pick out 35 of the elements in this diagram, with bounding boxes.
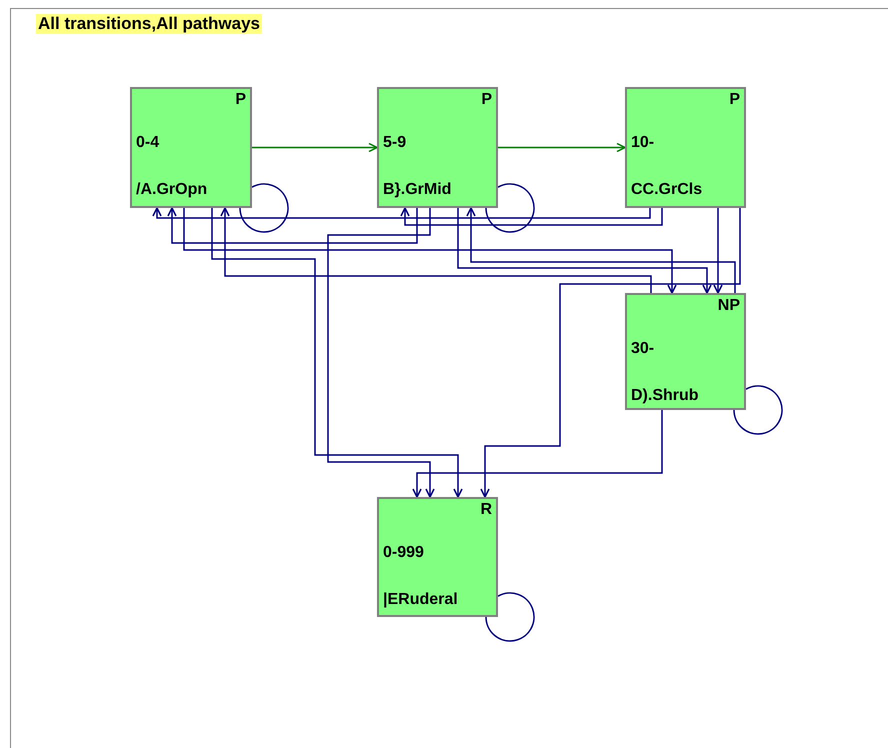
state-box <box>130 87 252 208</box>
node-name: /A.GrOpn <box>136 181 208 199</box>
state-box <box>625 87 746 208</box>
node-type: P <box>235 91 246 109</box>
arrow <box>713 208 723 294</box>
node-type: R <box>480 501 492 519</box>
arrow <box>412 410 663 498</box>
node-type: P <box>481 91 492 109</box>
node-type: NP <box>718 297 740 315</box>
arrow <box>152 207 651 219</box>
self-loop <box>733 385 783 435</box>
arrow <box>167 207 418 244</box>
arrow <box>400 207 663 226</box>
state-box <box>377 497 498 617</box>
node-name: |ERuderal <box>383 591 458 609</box>
node-name: B}.GrMid <box>383 181 452 199</box>
arrow <box>211 208 463 498</box>
arrow <box>252 142 378 152</box>
node-age: 10- <box>631 134 654 152</box>
state-box <box>625 293 746 410</box>
self-loop <box>239 183 289 233</box>
arrow <box>498 142 626 152</box>
node-age: 5-9 <box>383 134 406 152</box>
arrow <box>480 208 741 498</box>
arrow <box>327 208 435 498</box>
node-type: P <box>729 91 740 109</box>
node-age: 0-4 <box>136 134 160 152</box>
state-box <box>377 87 498 208</box>
node-age: 0-999 <box>383 544 424 562</box>
self-loop <box>485 183 535 233</box>
node-age: 30- <box>631 340 654 358</box>
node-name: D).Shrub <box>631 387 699 405</box>
node-name: CC.GrCls <box>631 181 702 199</box>
self-loop <box>485 592 535 642</box>
title: All transitions,All pathways <box>36 14 262 34</box>
